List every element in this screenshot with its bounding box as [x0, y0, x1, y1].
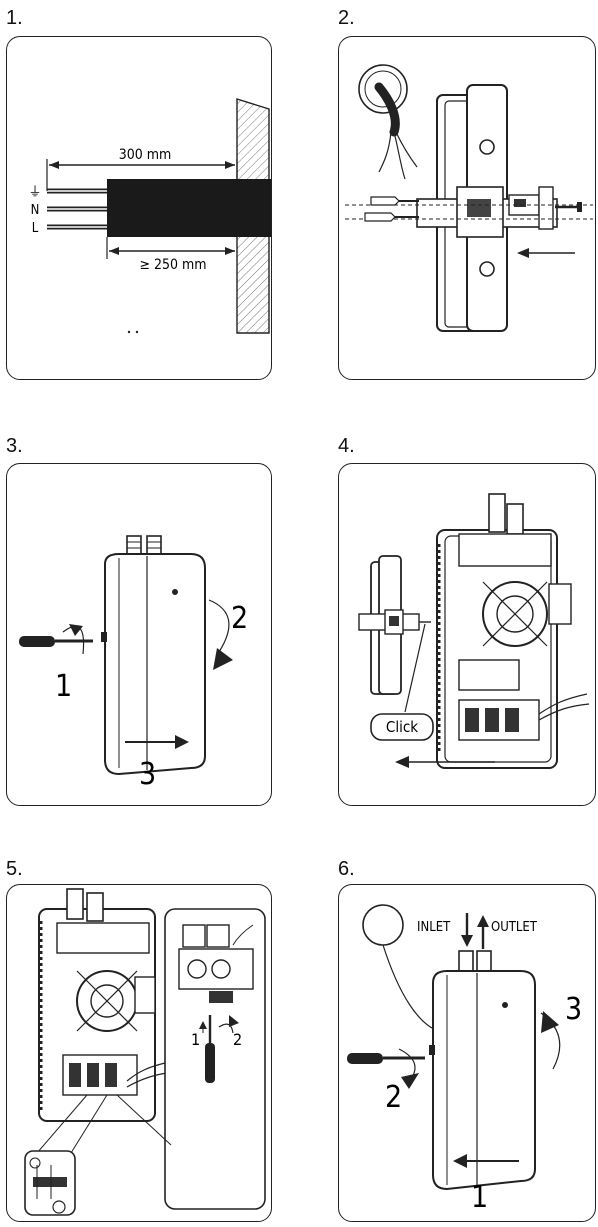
- hang-unit-diagram: Click: [358, 493, 590, 769]
- step-label-2: 2: [233, 1030, 242, 1049]
- step-number-5: 5.: [6, 858, 23, 880]
- cable-entry-icon: [362, 904, 404, 946]
- step-5-panel: 1 2: [6, 884, 272, 1222]
- step-label-2: 2: [385, 1080, 402, 1115]
- step-4-panel: Click: [338, 463, 596, 806]
- step-number-3: 3.: [6, 435, 23, 457]
- dimension-300-label: 300 mm: [119, 147, 172, 163]
- cable-length-diagram: 300 mm ≥ 250 mm ⏚ N L: [28, 98, 271, 334]
- step-6-panel: INLET OUTLET 2 3 1: [338, 884, 596, 1222]
- step-number-6: 6.: [338, 858, 355, 880]
- step-number-4: 4.: [338, 435, 355, 457]
- neutral-label: N: [31, 203, 40, 218]
- step-2-panel: [338, 36, 596, 380]
- live-label: L: [32, 221, 39, 236]
- step-1-panel: 300 mm ≥ 250 mm ⏚ N L: [6, 36, 272, 380]
- outlet-label: OUTLET: [491, 920, 538, 935]
- wiring-diagram: 1 2: [24, 888, 266, 1216]
- step-label-1: 1: [55, 669, 72, 704]
- step-label-1: 1: [471, 1180, 488, 1215]
- close-cover-diagram: INLET OUTLET 2 3 1: [347, 904, 582, 1215]
- step-label-2: 2: [231, 601, 248, 636]
- step-label-1: 1: [191, 1030, 200, 1049]
- step-number-2: 2.: [338, 7, 355, 29]
- dimension-250-label: ≥ 250 mm: [139, 257, 206, 273]
- step-3-panel: 1 2 3: [6, 463, 272, 806]
- cable-sheath: [107, 179, 271, 237]
- earth-icon: ⏚: [28, 185, 41, 200]
- step-label-3: 3: [139, 757, 156, 792]
- click-label: Click: [386, 718, 418, 736]
- open-cover-diagram: 1 2 3: [19, 535, 248, 792]
- step-label-3: 3: [565, 992, 582, 1027]
- inlet-label: INLET: [417, 920, 451, 935]
- click-callout: [370, 713, 434, 741]
- wall-bracket-mounting-diagram: [345, 64, 593, 332]
- step-number-1: 1.: [6, 7, 23, 29]
